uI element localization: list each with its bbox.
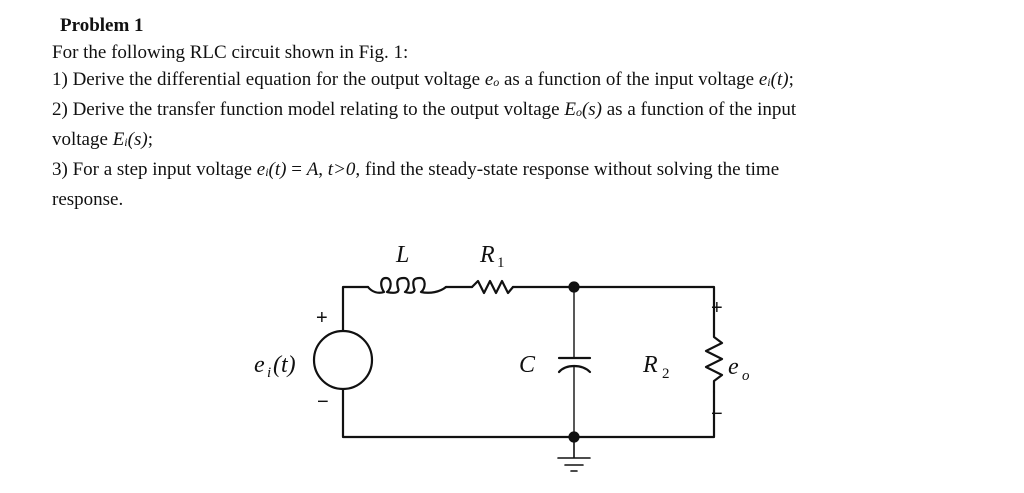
r2-label-sub: 2 [662, 366, 670, 382]
voltage-source [312, 329, 374, 391]
q3-prefix: 3) For a step input voltage [52, 159, 257, 180]
q3-var-ei-sub: i [265, 165, 269, 179]
r1-label: R [479, 242, 495, 268]
question-2-cont: voltage Ei(s); [52, 126, 952, 156]
q2-var-Eo-sub: o [575, 105, 582, 119]
problem-intro: For the following RLC circuit shown in F… [52, 42, 409, 63]
source-minus-sign: − [317, 391, 329, 413]
wire-r2-bottom [341, 388, 716, 439]
q1-var-eo: e [484, 69, 494, 90]
q1-var-ei-arg: (t) [770, 69, 789, 90]
q2-var-Ei-sub: i [124, 135, 128, 149]
wire-top-left [341, 285, 370, 332]
source-label-arg: (t) [273, 352, 296, 378]
source-label-sub: i [267, 365, 271, 381]
q1-suffix: ; [788, 69, 794, 90]
resistor-r1 [470, 279, 515, 295]
q2-var-Ei: E [112, 129, 125, 150]
q2-var-Eo-arg: (s) [581, 99, 602, 120]
inductor [366, 276, 448, 294]
output-label: e [728, 354, 739, 380]
q2-middle: as a function of the input [602, 99, 797, 120]
r2-label: R [642, 352, 658, 378]
problem-title: Problem 1 [60, 15, 144, 36]
wire-r1-node [511, 285, 716, 335]
q3-var-ei-arg: (t) [268, 159, 287, 180]
question-1: 1) Derive the differential equation for … [52, 66, 952, 96]
q2-prefix: 2) Derive the transfer function model re… [52, 99, 565, 120]
question-3-cont: response. [52, 189, 124, 210]
question-3: 3) For a step input voltage ei(t) = A, t… [52, 156, 952, 186]
problem-text: Problem 1 For the following RLC circuit … [52, 12, 952, 213]
q2-var-Ei-arg: (s) [127, 129, 148, 150]
q2-line2-prefix: voltage [52, 129, 113, 150]
q1-var-ei-sub: i [767, 75, 771, 89]
r1-label-sub: 1 [497, 255, 505, 271]
q1-prefix: 1) Derive the differential equation for … [52, 69, 485, 90]
inductor-label: L [395, 242, 409, 268]
q3-cond: t>0 [327, 159, 356, 180]
output-plus-sign: + [711, 297, 723, 319]
output-label-sub: o [742, 368, 750, 384]
resistor-r2 [704, 331, 724, 394]
question-2: 2) Derive the transfer function model re… [52, 96, 952, 126]
q1-var-ei: e [758, 69, 768, 90]
q1-var-eo-sub: o [493, 75, 500, 89]
capacitor-label: C [519, 352, 536, 378]
q3-comma: , [318, 159, 328, 180]
q3-value: A [306, 159, 319, 180]
q3-suffix: , find the steady-state response without… [355, 159, 780, 180]
source-plus-sign: + [316, 307, 328, 329]
q3-var-ei: e [256, 159, 266, 180]
output-minus-sign: − [711, 403, 723, 425]
ground-icon [557, 436, 591, 472]
q3-eq: = [286, 159, 307, 180]
q2-var-Eo: E [564, 99, 576, 120]
source-label: e [254, 352, 265, 378]
q2-suffix: ; [147, 129, 153, 150]
q1-middle: as a function of the input voltage [499, 69, 759, 90]
